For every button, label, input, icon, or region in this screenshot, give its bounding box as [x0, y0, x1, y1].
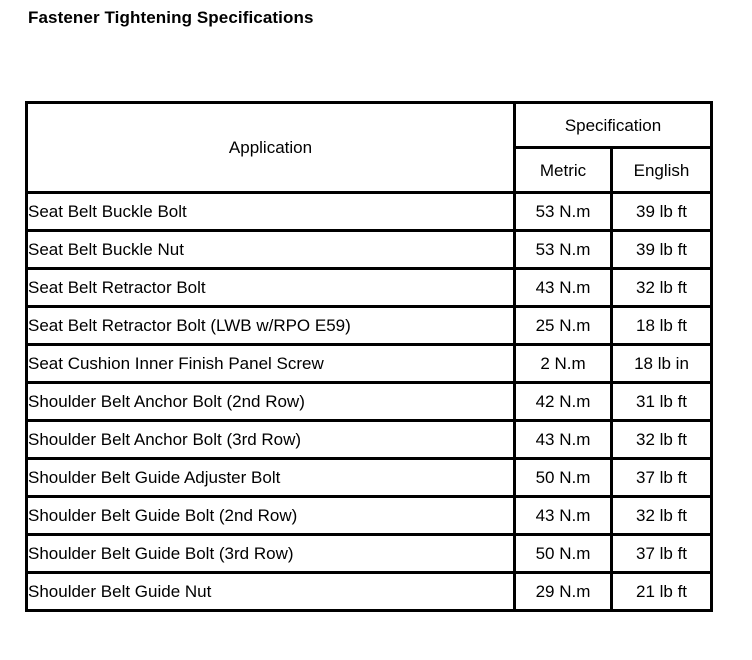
cell-metric-value: 43 N.m	[513, 419, 613, 460]
column-header-application: Application	[25, 101, 516, 194]
cell-metric-value: 53 N.m	[513, 191, 613, 232]
cell-application: Seat Belt Retractor Bolt (LWB w/RPO E59)	[25, 305, 516, 346]
column-header-metric: Metric	[513, 146, 613, 194]
header-row-top: Application Specification	[25, 101, 714, 194]
cell-english-value: 37 lb ft	[609, 533, 714, 574]
cell-application: Shoulder Belt Guide Adjuster Bolt	[25, 457, 516, 498]
cell-metric-value: 50 N.m	[513, 533, 613, 574]
page-title: Fastener Tightening Specifications	[28, 8, 314, 27]
cell-metric-value: 29 N.m	[513, 571, 613, 612]
cell-metric-value: 43 N.m	[513, 495, 613, 536]
cell-application: Seat Belt Buckle Bolt	[25, 191, 516, 232]
cell-application: Shoulder Belt Guide Nut	[25, 571, 516, 612]
table-row: Shoulder Belt Guide Bolt (2nd Row)43 N.m…	[25, 495, 714, 536]
fastener-specification-table: Application Specification Metric English…	[25, 101, 714, 612]
specification-table-container: Application Specification Metric English…	[25, 101, 714, 612]
cell-metric-value: 25 N.m	[513, 305, 613, 346]
cell-application: Shoulder Belt Guide Bolt (2nd Row)	[25, 495, 516, 536]
cell-english-value: 39 lb ft	[609, 191, 714, 232]
cell-metric-value: 53 N.m	[513, 229, 613, 270]
header-row-units: Metric English	[27, 146, 714, 194]
cell-metric-value: 43 N.m	[513, 267, 613, 308]
cell-application: Seat Belt Retractor Bolt	[25, 267, 516, 308]
cell-application: Shoulder Belt Anchor Bolt (3rd Row)	[25, 419, 516, 460]
cell-application: Shoulder Belt Anchor Bolt (2nd Row)	[25, 381, 516, 422]
column-header-specification: Specification	[512, 101, 714, 149]
table-header: Application Specification Metric English	[25, 101, 714, 194]
table-row: Shoulder Belt Guide Bolt (3rd Row)50 N.m…	[25, 533, 714, 574]
cell-english-value: 31 lb ft	[609, 381, 714, 422]
cell-english-value: 32 lb ft	[609, 419, 714, 460]
cell-application: Seat Cushion Inner Finish Panel Screw	[25, 343, 516, 384]
cell-english-value: 21 lb ft	[609, 571, 714, 612]
cell-english-value: 32 lb ft	[609, 495, 714, 536]
cell-english-value: 18 lb in	[609, 343, 714, 384]
cell-metric-value: 42 N.m	[513, 381, 613, 422]
table-row: Seat Belt Retractor Bolt (LWB w/RPO E59)…	[25, 305, 714, 346]
cell-english-value: 32 lb ft	[609, 267, 714, 308]
cell-english-value: 18 lb ft	[609, 305, 714, 346]
cell-metric-value: 50 N.m	[513, 457, 613, 498]
cell-application: Shoulder Belt Guide Bolt (3rd Row)	[25, 533, 516, 574]
table-row: Shoulder Belt Anchor Bolt (3rd Row)43 N.…	[25, 419, 714, 460]
cell-english-value: 39 lb ft	[609, 229, 714, 270]
cell-english-value: 37 lb ft	[609, 457, 714, 498]
cell-application: Seat Belt Buckle Nut	[25, 229, 516, 270]
table-row: Shoulder Belt Anchor Bolt (2nd Row)42 N.…	[25, 381, 714, 422]
column-header-english: English	[609, 146, 714, 194]
cell-metric-value: 2 N.m	[513, 343, 613, 384]
